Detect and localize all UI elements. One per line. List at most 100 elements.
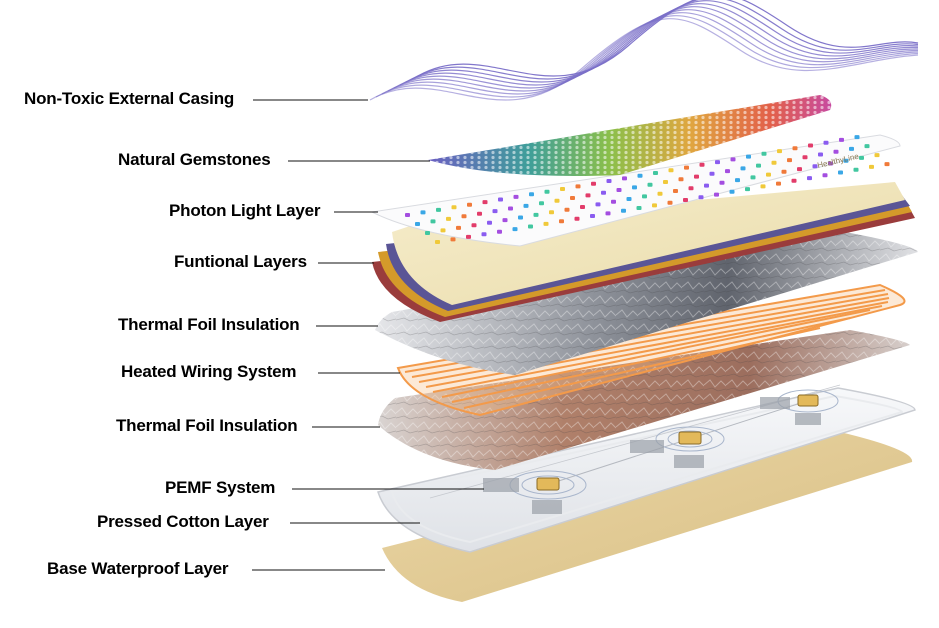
- photon-led: [678, 177, 684, 182]
- photon-led: [498, 197, 503, 202]
- photon-led: [797, 167, 802, 172]
- photon-led: [838, 170, 843, 175]
- photon-led: [451, 205, 457, 210]
- photon-led: [585, 193, 591, 198]
- photon-led: [477, 211, 482, 216]
- photon-led: [683, 198, 688, 202]
- label-thermal-foil-insulation-bottom: Thermal Foil Insulation: [116, 416, 298, 435]
- photon-led: [543, 221, 549, 226]
- photon-led: [839, 137, 844, 142]
- photon-led: [766, 172, 771, 177]
- photon-led: [694, 174, 699, 179]
- photon-led: [461, 214, 467, 219]
- photon-led: [456, 225, 461, 230]
- thermal-foil-insulation-bottom: [378, 330, 910, 470]
- photon-led: [575, 184, 581, 189]
- photon-led: [471, 223, 477, 228]
- photon-led: [481, 232, 487, 237]
- photon-led: [529, 192, 534, 197]
- photon-led: [436, 207, 441, 212]
- photon-led: [440, 228, 446, 233]
- photon-led: [828, 161, 833, 166]
- leader-lines: [252, 99, 484, 571]
- photon-led: [776, 181, 781, 186]
- casing-wave-line: [399, 3, 919, 86]
- photon-led: [502, 218, 508, 223]
- photon-led: [622, 176, 627, 181]
- photon-led: [653, 171, 658, 175]
- photon-led: [760, 184, 766, 189]
- photon-led: [714, 192, 719, 197]
- photon-led: [508, 206, 513, 211]
- casing-wave-line: [417, 0, 919, 77]
- casing-wave-line: [411, 0, 919, 80]
- photon-led: [611, 199, 616, 204]
- photon-led: [559, 219, 564, 224]
- photon-led: [807, 176, 812, 181]
- photon-led: [756, 163, 761, 168]
- label-heated-wiring-system: Heated Wiring System: [121, 362, 297, 381]
- photon-led-array: [405, 135, 890, 244]
- photon-led: [673, 189, 678, 193]
- photon-led: [853, 167, 859, 172]
- photon-led: [405, 213, 410, 217]
- photon-led: [698, 195, 704, 200]
- photon-led: [616, 188, 622, 192]
- photon-led: [420, 210, 426, 215]
- photon-led: [699, 162, 705, 167]
- pemf-system: [429, 384, 841, 514]
- photon-led: [450, 237, 456, 242]
- photon-led: [745, 187, 750, 192]
- photon-led: [746, 154, 751, 159]
- photon-led: [822, 173, 828, 178]
- photon-led: [859, 155, 864, 160]
- photon-led: [812, 164, 818, 169]
- photon-led: [647, 182, 653, 187]
- photon-led: [802, 155, 808, 160]
- photon-led: [652, 203, 657, 208]
- label-non-toxic-external-casing: Non-Toxic External Casing: [24, 89, 235, 108]
- photon-led: [884, 162, 890, 167]
- functional-layers: [372, 182, 915, 322]
- photon-led: [781, 169, 787, 174]
- photon-led: [549, 210, 554, 215]
- base-waterproof-layer: [382, 432, 913, 602]
- photon-led: [668, 168, 674, 173]
- photon-led: [704, 183, 709, 188]
- photon-led: [466, 234, 471, 239]
- photon-led: [777, 149, 782, 154]
- label-pemf-system: PEMF System: [165, 478, 276, 497]
- photon-led: [626, 197, 632, 201]
- photon-led: [730, 157, 736, 162]
- photon-led: [843, 158, 849, 163]
- photon-led: [771, 160, 777, 165]
- photon-led: [849, 146, 854, 151]
- label-base-waterproof-layer: Base Waterproof Layer: [47, 559, 229, 578]
- photon-led: [544, 189, 550, 194]
- pemf-coil-3: [760, 389, 839, 425]
- photon-led: [482, 200, 488, 205]
- photon-led: [874, 153, 880, 158]
- photon-led: [632, 185, 637, 190]
- photon-led: [574, 216, 580, 221]
- label-pressed-cotton-layer: Pressed Cotton Layer: [97, 512, 269, 531]
- photon-led: [684, 165, 689, 170]
- photon-led: [818, 152, 823, 157]
- photon-led: [415, 222, 420, 226]
- photon-led: [791, 178, 797, 183]
- photon-led: [787, 158, 792, 163]
- photon-led: [637, 173, 643, 178]
- photon-led: [512, 227, 518, 232]
- photon-led: [539, 201, 544, 206]
- pemf-coil-2: [630, 426, 725, 468]
- photon-led: [595, 202, 601, 207]
- casing-wave-line: [393, 6, 919, 89]
- photon-light-layer: [370, 134, 901, 247]
- photon-led: [663, 180, 668, 184]
- photon-led: [591, 181, 596, 186]
- photon-led: [735, 178, 740, 183]
- photon-led: [601, 190, 606, 195]
- photon-led: [688, 186, 694, 191]
- photon-led: [729, 189, 735, 194]
